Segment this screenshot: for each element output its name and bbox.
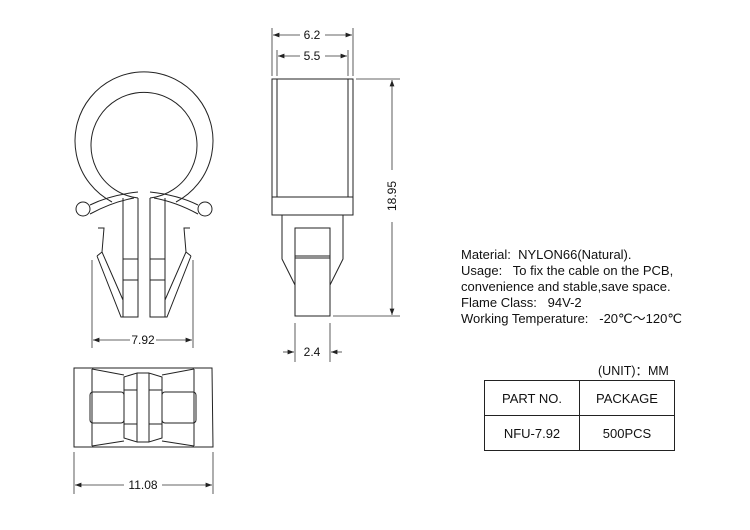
header-package: PACKAGE [579,380,675,416]
table-row: NFU-7.92 500PCS [484,415,675,451]
unit-label: (UNIT)：MM [598,364,669,378]
spec-flame-class: Flame Class: 94V-2 [461,295,582,310]
spec-material: Material: NYLON66(Natural). [461,247,632,262]
header-part-no: PART NO. [484,380,580,416]
part-table: PART NO. PACKAGE NFU-7.92 500PCS [484,380,675,451]
dim-outer-width: 6.2 [304,28,321,42]
front-view: 7.92 [74,71,214,348]
left-knob [75,201,91,217]
dim-pin-width: 2.4 [304,345,321,359]
cell-part-no: NFU-7.92 [484,415,580,451]
dim-inner-width: 5.5 [304,49,321,63]
dim-height: 18.95 [385,181,399,211]
side-view: 6.2 5.5 18.95 2.4 [271,28,400,362]
spec-usage: Usage: To fix the cable on the PCB, [461,263,674,278]
dim-front-width: 7.92 [131,333,155,347]
cell-package: 500PCS [579,415,675,451]
spec-temperature: Working Temperature: -20℃～120℃ [461,311,682,326]
dim-bottom-width: 11.08 [128,478,157,492]
bottom-view: 11.08 [73,367,214,494]
right-knob [197,201,213,217]
table-header-row: PART NO. PACKAGE [484,380,675,416]
spec-usage-cont: convenience and stable,save space. [461,279,671,294]
